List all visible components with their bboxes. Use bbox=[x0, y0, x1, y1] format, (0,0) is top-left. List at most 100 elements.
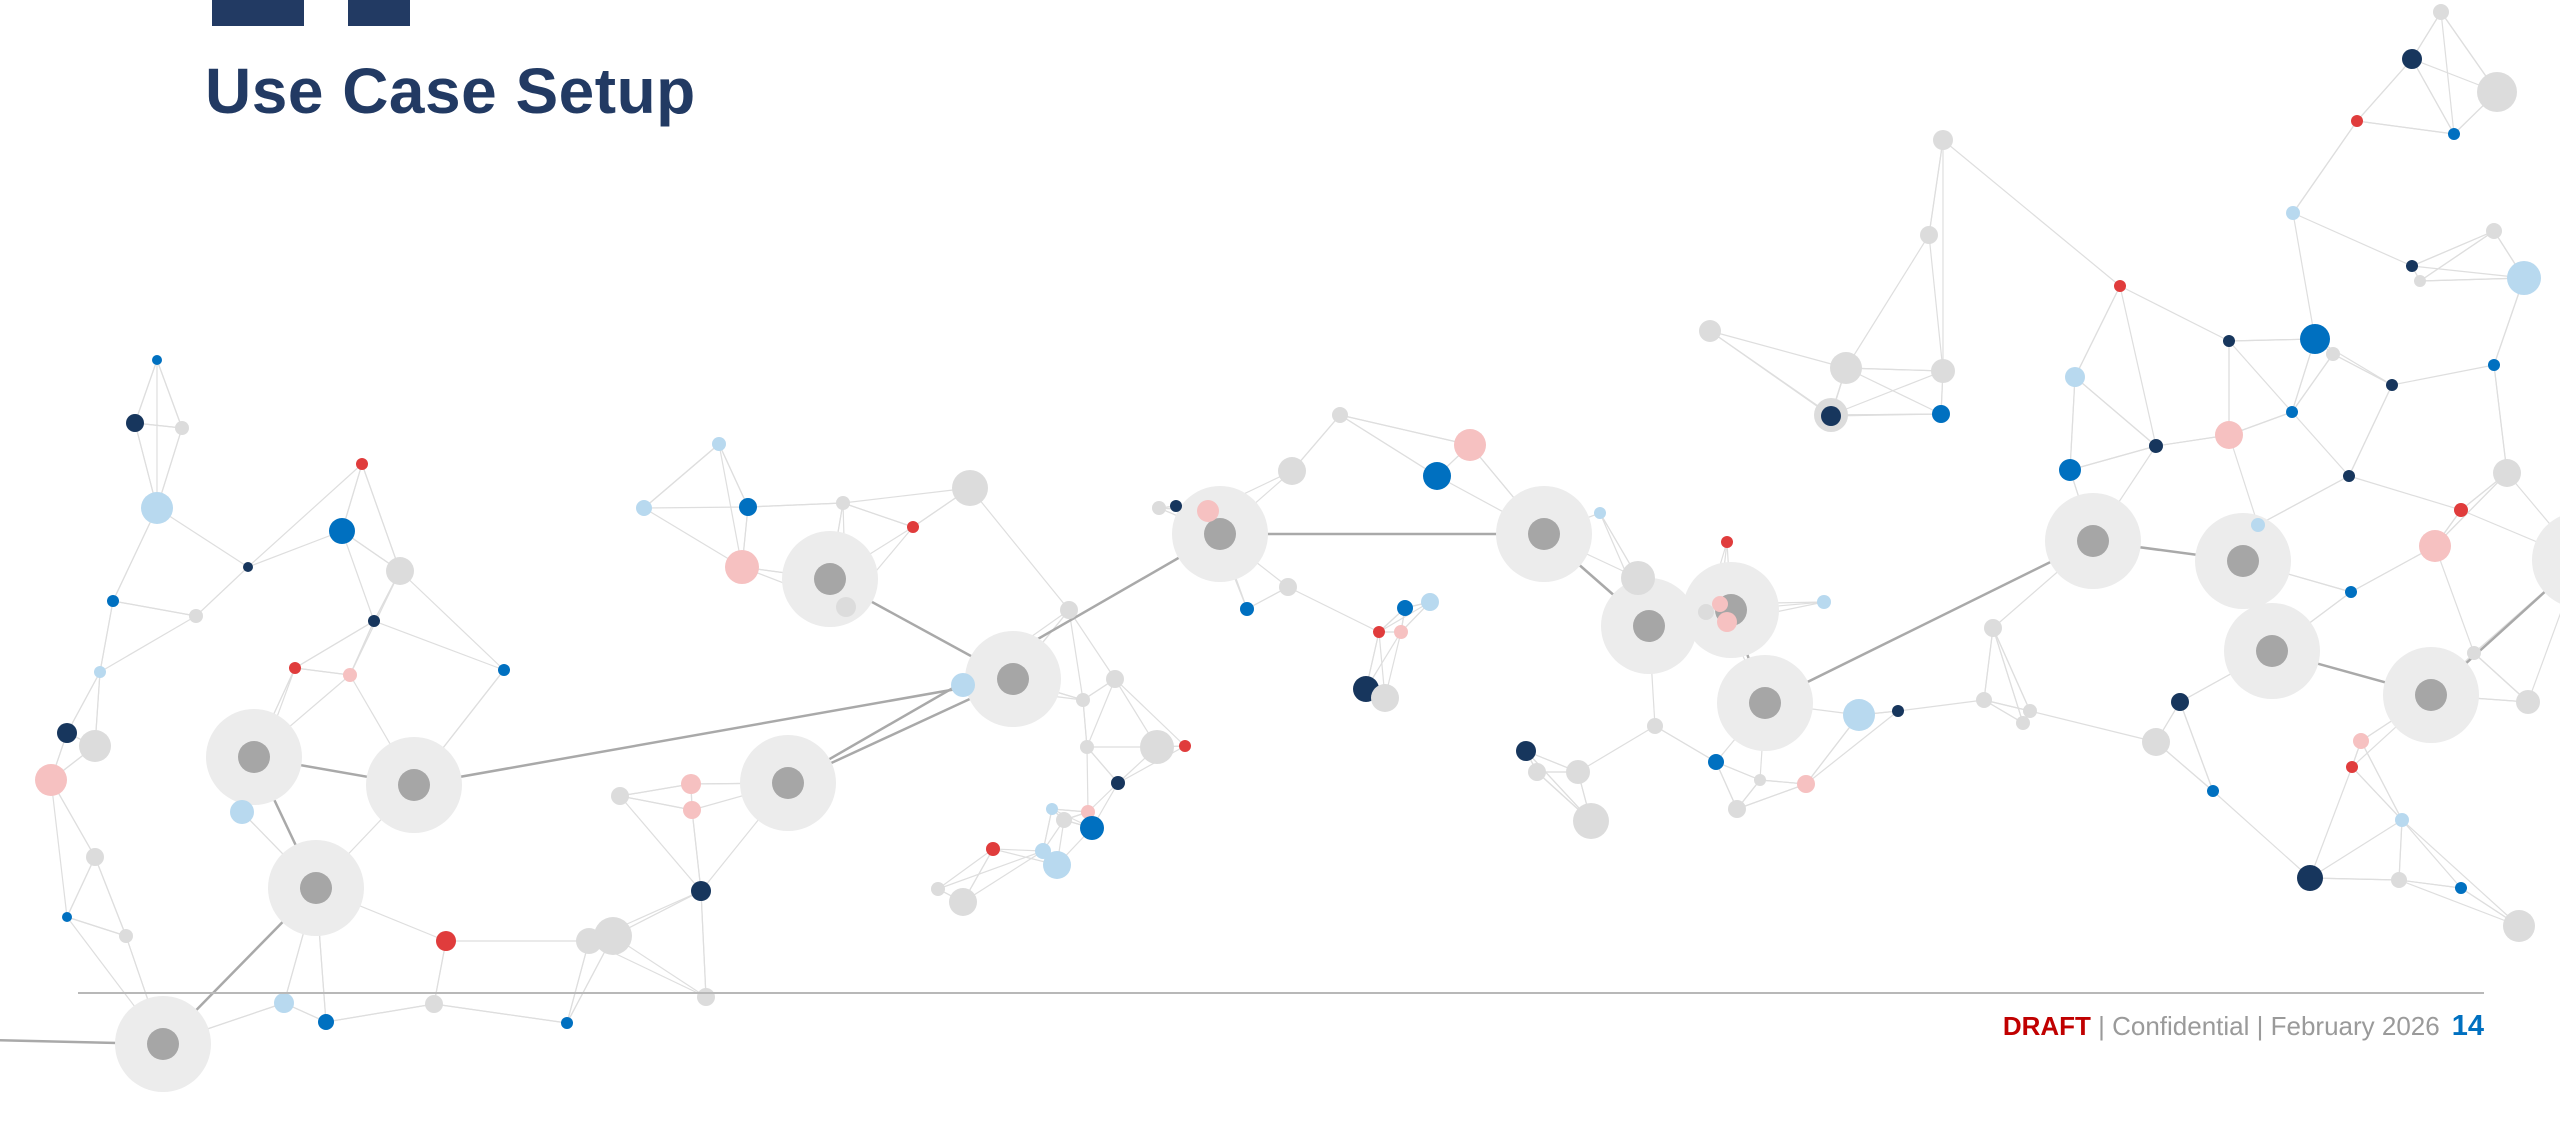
network-node bbox=[2142, 728, 2170, 756]
network-link bbox=[2401, 819, 2520, 927]
network-node bbox=[1931, 359, 1955, 383]
network-node bbox=[1152, 501, 1166, 515]
network-node bbox=[2395, 813, 2409, 827]
network-link bbox=[2228, 434, 2259, 526]
network-link bbox=[1339, 414, 1438, 477]
network-node bbox=[2503, 910, 2535, 942]
network-link bbox=[112, 507, 158, 602]
network-link bbox=[50, 779, 68, 918]
network-link bbox=[2291, 411, 2350, 477]
network-node bbox=[1080, 816, 1104, 840]
network-link bbox=[2473, 652, 2529, 703]
network-node bbox=[243, 562, 253, 572]
network-link bbox=[691, 809, 702, 892]
network-link bbox=[66, 916, 127, 937]
network-node bbox=[2346, 761, 2358, 773]
network-link bbox=[1068, 609, 1084, 701]
network-node bbox=[2114, 280, 2126, 292]
network-node bbox=[1043, 851, 1071, 879]
footer-separator: | bbox=[2090, 1011, 2113, 1041]
network-node bbox=[498, 664, 510, 676]
network-node bbox=[725, 550, 759, 584]
network-link bbox=[2119, 285, 2157, 447]
network-node bbox=[386, 557, 414, 585]
network-node bbox=[1976, 692, 1992, 708]
network-link bbox=[1378, 601, 1431, 633]
network-node bbox=[1240, 602, 1254, 616]
network-node bbox=[2207, 785, 2219, 797]
network-node bbox=[2455, 882, 2467, 894]
network-node bbox=[1179, 740, 1191, 752]
network-link bbox=[156, 359, 183, 429]
network-link bbox=[361, 463, 401, 572]
network-node bbox=[1920, 226, 1938, 244]
network-link bbox=[2356, 58, 2413, 122]
network-hub-node bbox=[398, 769, 430, 801]
network-node bbox=[907, 521, 919, 533]
network-node bbox=[2351, 115, 2363, 127]
network-node bbox=[425, 995, 443, 1013]
footer-separator: | bbox=[2249, 1011, 2271, 1041]
network-link bbox=[195, 566, 249, 617]
network-node bbox=[681, 774, 701, 794]
network-hub-node bbox=[147, 1028, 179, 1060]
network-node bbox=[1712, 596, 1728, 612]
network-node bbox=[2477, 72, 2517, 112]
network-node bbox=[2171, 693, 2189, 711]
network-hub-node bbox=[1633, 610, 1665, 642]
network-node bbox=[62, 912, 72, 922]
network-node bbox=[1454, 429, 1486, 461]
network-node bbox=[1933, 130, 1953, 150]
network-node bbox=[107, 595, 119, 607]
network-node bbox=[2223, 335, 2235, 347]
network-node bbox=[611, 787, 629, 805]
network-link bbox=[2398, 879, 2520, 927]
network-node bbox=[86, 848, 104, 866]
network-link bbox=[747, 502, 844, 508]
network-link bbox=[842, 487, 971, 504]
network-link bbox=[1068, 609, 1116, 680]
network-node bbox=[2406, 260, 2418, 272]
network-node bbox=[2059, 459, 2081, 481]
footer-divider bbox=[78, 992, 2484, 994]
network-node bbox=[57, 723, 77, 743]
network-hub-node bbox=[2415, 679, 2447, 711]
network-link bbox=[2419, 230, 2495, 282]
network-node bbox=[739, 498, 757, 516]
network-link bbox=[1117, 745, 1186, 784]
network-link bbox=[2434, 545, 2475, 654]
network-node bbox=[2402, 49, 2422, 69]
network-link bbox=[718, 443, 743, 568]
footer-date: February 2026 bbox=[2270, 1011, 2440, 1041]
network-node bbox=[1699, 320, 1721, 342]
network-link bbox=[842, 502, 914, 528]
network-node bbox=[1830, 352, 1862, 384]
network-link bbox=[66, 671, 101, 734]
network-link bbox=[2360, 740, 2403, 821]
network-link bbox=[2411, 230, 2495, 267]
network-node bbox=[2419, 530, 2451, 562]
network-link bbox=[373, 620, 505, 671]
network-link bbox=[325, 1003, 435, 1023]
network-link bbox=[1086, 678, 1116, 748]
network-link bbox=[969, 487, 1070, 611]
network-link bbox=[2506, 472, 2560, 538]
network-node bbox=[1797, 775, 1815, 793]
network-node bbox=[2286, 206, 2300, 220]
network-node bbox=[152, 355, 162, 365]
network-link bbox=[2434, 472, 2508, 547]
network-link bbox=[2527, 612, 2560, 703]
network-node bbox=[2433, 4, 2449, 20]
network-node bbox=[683, 801, 701, 819]
network-link bbox=[1086, 746, 1089, 813]
network-link bbox=[1114, 678, 1186, 747]
network-node bbox=[141, 492, 173, 524]
network-link bbox=[1830, 413, 1942, 417]
network-link bbox=[2398, 819, 2403, 881]
network-link bbox=[2291, 353, 2334, 413]
network-link bbox=[643, 507, 743, 568]
network-node bbox=[94, 666, 106, 678]
network-node bbox=[2326, 347, 2340, 361]
network-node bbox=[2516, 690, 2540, 714]
